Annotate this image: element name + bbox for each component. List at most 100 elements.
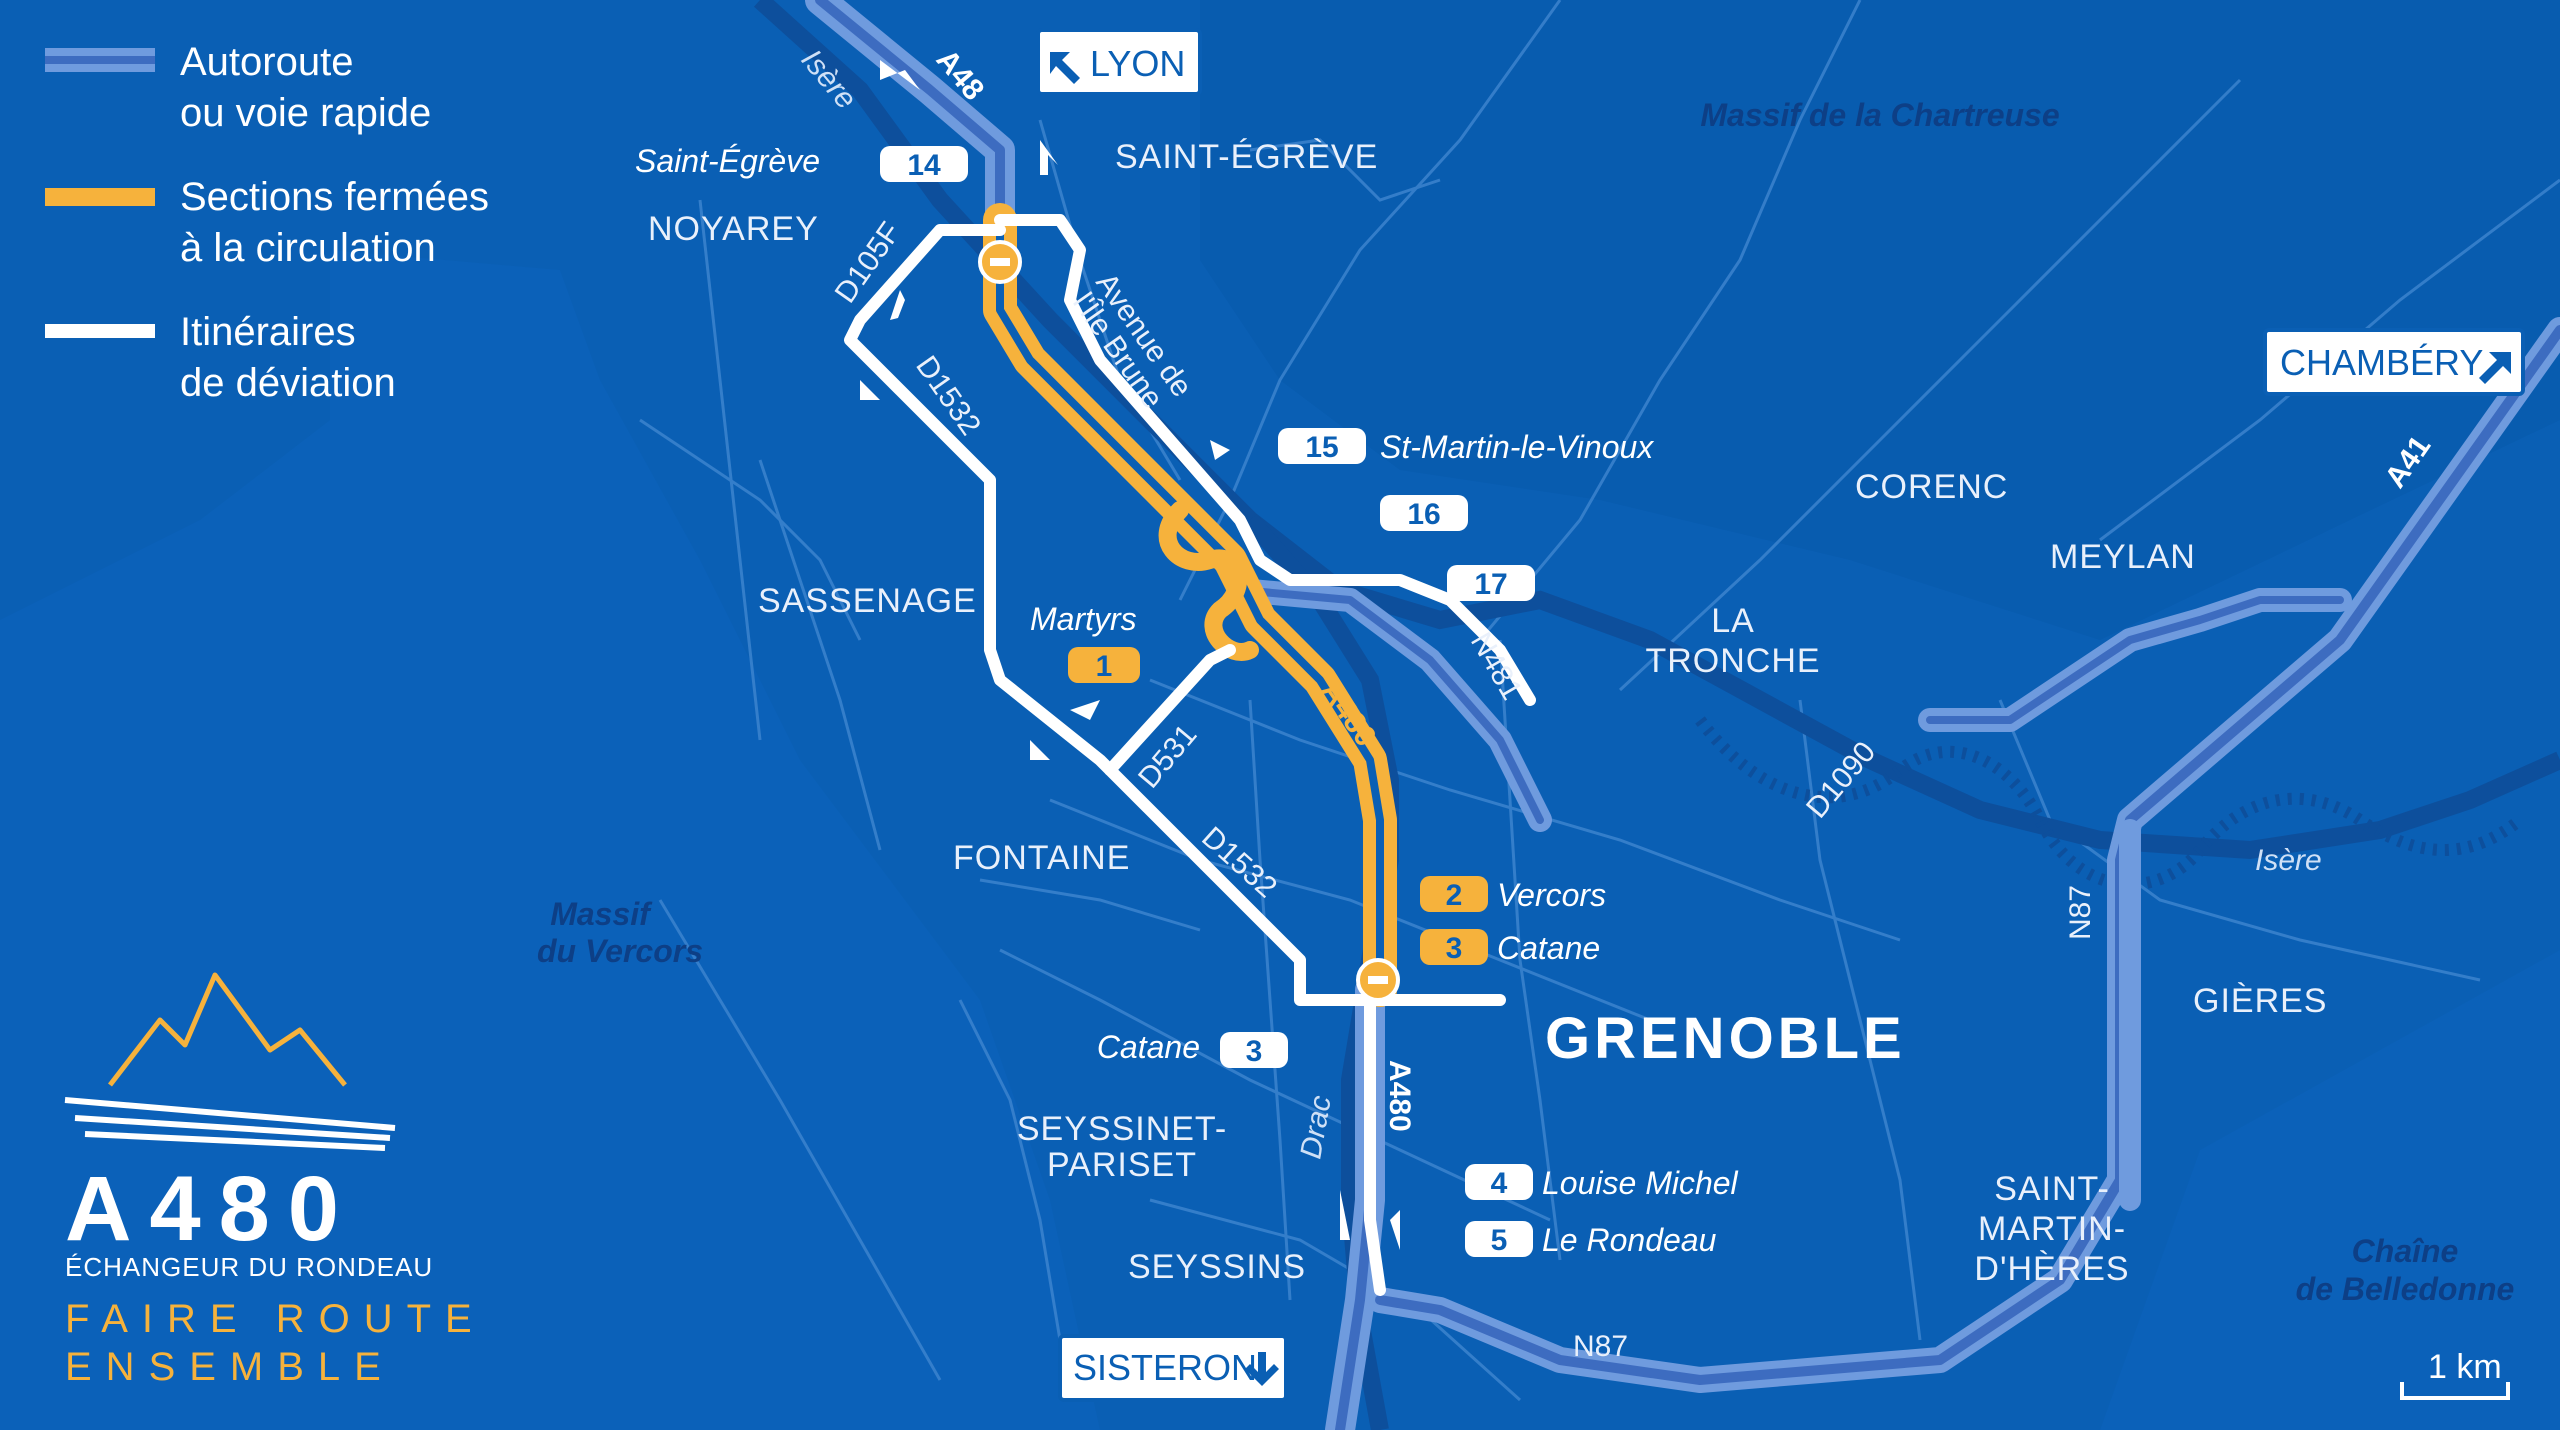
scale-line [2400,1382,2510,1400]
minor-road [758,459,882,851]
minor-road [1049,798,1651,1022]
scale-bar: 1 km [2400,1348,2510,1400]
exit-5: 5 Le Rondeau [1465,1221,1717,1258]
motorway-n481-inner [1236,586,1544,824]
relief-vercors-label-2: du Vercors [537,933,703,969]
legend-label: de déviation [180,361,396,405]
exit-badge [1068,647,1140,683]
exit-number: 16 [1407,498,1440,531]
relief-belledonne [2100,950,2560,1430]
isere-river-west [753,0,2560,860]
arrow-icon [1040,140,1058,175]
logo: A480 ÉCHANGEUR DU RONDEAU FAIRE ROUTE EN… [64,972,472,1389]
legend-label: à la circulation [180,226,436,270]
exit-badge [880,146,968,182]
legend-item-motorway: Autoroute ou voie rapide [45,40,431,135]
minor-road [979,878,1201,932]
sign-text: LYON [1090,43,1185,84]
exit-badge [1220,1032,1288,1068]
town-fontaine: FONTAINE [953,839,1130,877]
motorway-a48-inner [815,0,1005,225]
minor-road [1618,78,2242,692]
sign-sisteron: SISTERON [1058,1334,1288,1402]
exit-name: Catane [1497,930,1600,966]
minor-road [1248,699,1292,1301]
sign-text: CHAMBÉRY [2280,342,2483,383]
legend-label: Autoroute [180,40,353,84]
town-gieres: GIÈRES [2193,982,2327,1020]
exit-number: 1 [1096,650,1113,683]
minor-road [1249,138,1441,202]
sign-background [1058,1334,1288,1402]
minor-road [639,418,862,641]
exit-name: Martyrs [1030,601,1137,637]
minor-road [698,199,762,741]
exit-badge [1447,565,1535,601]
minor-road [1798,699,1922,1341]
town-seyssinet-2: PARISET [1047,1146,1197,1184]
exit-2-closed: 2 Vercors [1420,876,1606,913]
exit-number: 14 [907,149,941,182]
minor-road [958,999,1062,1341]
town-la-tronche-2: TRONCHE [1645,642,1820,680]
legend-item-closed: Sections fermées à la circulation [45,175,489,270]
exit-3: Catane 3 [1097,1029,1288,1068]
exit-number: 3 [1246,1035,1263,1068]
road-d1532-north-label: D1532 [909,350,987,441]
direction-arrows [860,60,1400,1250]
exit-badge [1465,1221,1533,1257]
exit-number: 17 [1474,568,1507,601]
relief-belledonne-label-1: Chaîne [2352,1233,2459,1269]
arrow-down-icon [1245,1352,1279,1386]
town-smh-2: MARTIN- [1978,1210,2126,1248]
relief-vercors [0,250,1100,1430]
legend-label: ou voie rapide [180,91,431,135]
arrow-icon [1210,440,1230,460]
exit-14: Saint-Égrève 14 [635,143,968,182]
town-grenoble: GRENOBLE [1545,1006,1906,1071]
scale-label: 1 km [2428,1348,2502,1386]
minor-road [999,948,1551,1222]
logo-subtitle: ÉCHANGEUR DU RONDEAU [65,1252,433,1282]
town-noyarey: NOYAREY [648,210,819,248]
minor-road [1178,0,1562,601]
closure-marker-north [978,240,1022,284]
exit-badge [1465,1164,1533,1200]
road-logo-icon [64,1097,396,1151]
sign-chambery: CHAMBÉRY [2263,328,2525,396]
exit-number: 15 [1305,431,1338,464]
road-d105f-label: D105F [829,216,908,309]
town-la-tronche-1: LA [1711,602,1755,640]
legend-label: Sections fermées [180,175,489,219]
detour-d105f [844,224,1486,1006]
minor-road [658,899,942,1381]
exit-name: Catane [1097,1029,1200,1065]
legend: Autoroute ou voie rapide Sections fermée… [45,40,489,405]
exit-name: Le Rondeau [1542,1222,1717,1258]
legend-item-detour: Itinéraires de déviation [45,310,396,405]
relief-belledonne-label-2: de Belledonne [2296,1271,2515,1307]
exit-number: 4 [1491,1167,1508,1200]
isere-river-meander [1695,716,2524,891]
exit-badge [1380,495,1468,531]
exit-name: Vercors [1497,877,1606,913]
logo-title: A480 [65,1158,357,1260]
road-n87-south-label: N87 [1573,1330,1628,1363]
legend-label: Itinéraires [180,310,356,354]
exit-number: 5 [1491,1224,1508,1257]
motorway-a41-inner [1375,325,2560,1385]
exit-17: 17 [1447,565,1535,601]
detour-a48-east [994,214,1536,706]
exit-number: 2 [1446,879,1463,912]
detour-routes [844,214,1536,1296]
exit-badge [1278,428,1366,464]
exit-badge [1420,929,1488,965]
exit-badge [1420,876,1488,912]
exit-15: 15 St-Martin-le-Vinoux [1278,428,1654,465]
town-meylan: MEYLAN [2050,538,2196,576]
exit-3-closed: 3 Catane [1420,929,1600,966]
legend-swatch [45,324,155,338]
exit-4: 4 Louise Michel [1465,1164,1739,1201]
town-sassenage: SASSENAGE [758,582,977,620]
